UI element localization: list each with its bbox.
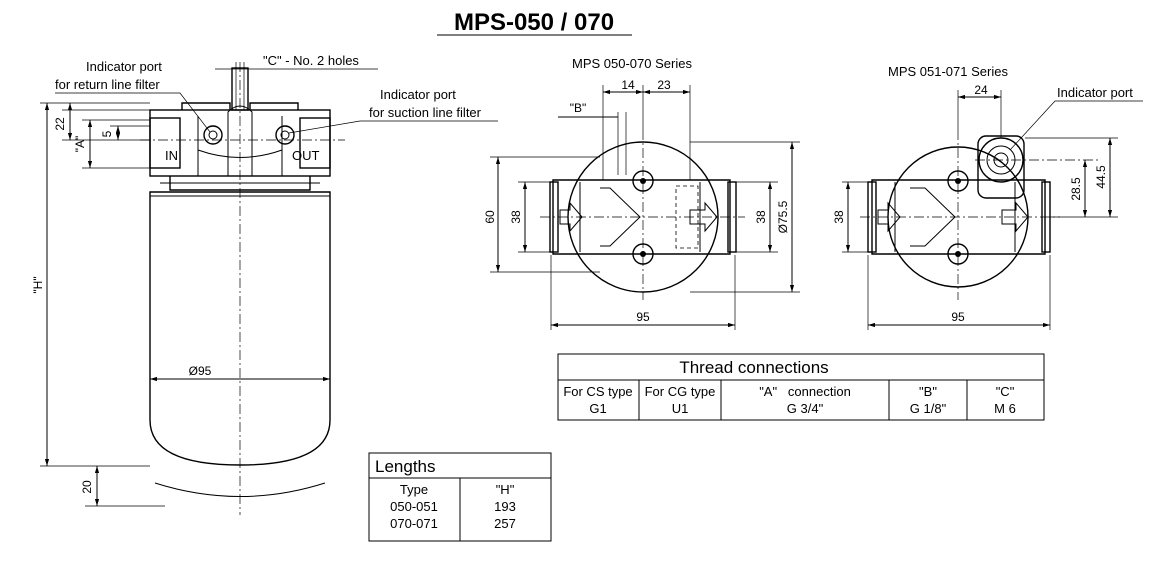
top-view-050-070: MPS 050-070 Series 14 23 "B" 60: [483, 56, 800, 330]
dim-95-right-label: 95: [951, 310, 965, 324]
thread-value-c: M 6: [994, 401, 1016, 416]
dim-44-5-label: 44.5: [1094, 165, 1108, 189]
lengths-row-1-type: 050-051: [390, 499, 438, 514]
lengths-row-1-h: 193: [494, 499, 516, 514]
top-view-051-071: MPS 051-071 Series Indicator port 24 38: [832, 64, 1143, 330]
port-body-right: [871, 179, 1046, 255]
inlet-flow-arrow-right-icon: [877, 201, 901, 233]
suction-port-leader: [288, 120, 498, 134]
dim-d95-label: Ø95: [189, 364, 212, 378]
lengths-row-2-h: 257: [494, 516, 516, 531]
dim-38-left-label: 38: [509, 210, 523, 224]
return-port-callout-2: for return line filter: [55, 77, 160, 92]
inlet-flow-arrow-icon: [559, 201, 583, 233]
dim-H-label: "H": [31, 276, 45, 293]
indicator-port-callout: Indicator port: [1057, 85, 1133, 100]
thread-header-cs: For CS type: [563, 384, 632, 399]
lengths-row-2-type: 070-071: [390, 516, 438, 531]
dim-14-label: 14: [621, 78, 635, 92]
lengths-header-h: "H": [496, 482, 515, 497]
lengths-table-title: Lengths: [375, 457, 436, 476]
dim-B-label: "B": [570, 101, 587, 115]
suction-indicator-port-icon: [275, 125, 295, 145]
suction-port-callout-1: Indicator port: [380, 87, 456, 102]
thread-header-b: "B": [919, 384, 937, 399]
outlet-port-boss: [299, 117, 331, 169]
dim-5-label: 5: [100, 130, 114, 137]
return-port-callout-1: Indicator port: [86, 59, 162, 74]
thread-connections-table: Thread connections For CS type For CG ty…: [557, 353, 1045, 421]
thread-header-cg: For CG type: [645, 384, 716, 399]
dim-A-label: "A": [73, 136, 87, 153]
suction-port-callout-2: for suction line filter: [369, 105, 482, 120]
dim-d75-label: Ø75.5: [776, 200, 790, 233]
thread-header-c: "C": [996, 384, 1015, 399]
head-top-boss: [181, 102, 299, 110]
lengths-table: Lengths Type "H" 050-051 193 070-071 257: [368, 452, 552, 542]
head-center-rib: [227, 105, 253, 177]
dim-28-5-label: 28.5: [1069, 177, 1083, 201]
dim-60-label: 60: [483, 210, 497, 224]
dim-95-middle-label: 95: [636, 310, 650, 324]
dim-20-label: 20: [80, 480, 94, 494]
c-holes-callout: "C" - No. 2 holes: [263, 53, 359, 68]
series-label-051-071: MPS 051-071 Series: [888, 64, 1008, 79]
thread-value-cg: U1: [672, 401, 689, 416]
outlet-flow-arrow-right-icon: [1001, 201, 1029, 233]
out-label: OUT: [292, 148, 320, 163]
dim-38-right-view-label: 38: [832, 210, 846, 224]
thread-table-title: Thread connections: [679, 358, 828, 377]
lengths-header-type: Type: [400, 482, 428, 497]
dim-38-right-label: 38: [754, 210, 768, 224]
outlet-flow-arrow-icon: [689, 201, 718, 233]
side-view: IN OUT Indicator port for return line fi…: [31, 53, 498, 515]
dim-24-label: 24: [974, 83, 988, 97]
thread-value-a: G 3/4": [787, 401, 824, 416]
indicator-port-leader: [1009, 100, 1143, 151]
thread-value-cs: G1: [589, 401, 606, 416]
return-indicator-port-icon: [203, 125, 223, 145]
port-body: [552, 179, 731, 255]
thread-value-b: G 1/8": [910, 401, 947, 416]
dim-22-label: 22: [53, 117, 67, 131]
in-label: IN: [165, 148, 178, 163]
thread-header-a: "A" connection: [759, 384, 851, 399]
inlet-port-boss: [149, 117, 181, 169]
dim-23-label: 23: [657, 78, 671, 92]
series-label-050-070: MPS 050-070 Series: [572, 56, 692, 71]
return-port-leader: [55, 92, 211, 133]
drawing-title: MPS-050 / 070: [454, 9, 614, 36]
